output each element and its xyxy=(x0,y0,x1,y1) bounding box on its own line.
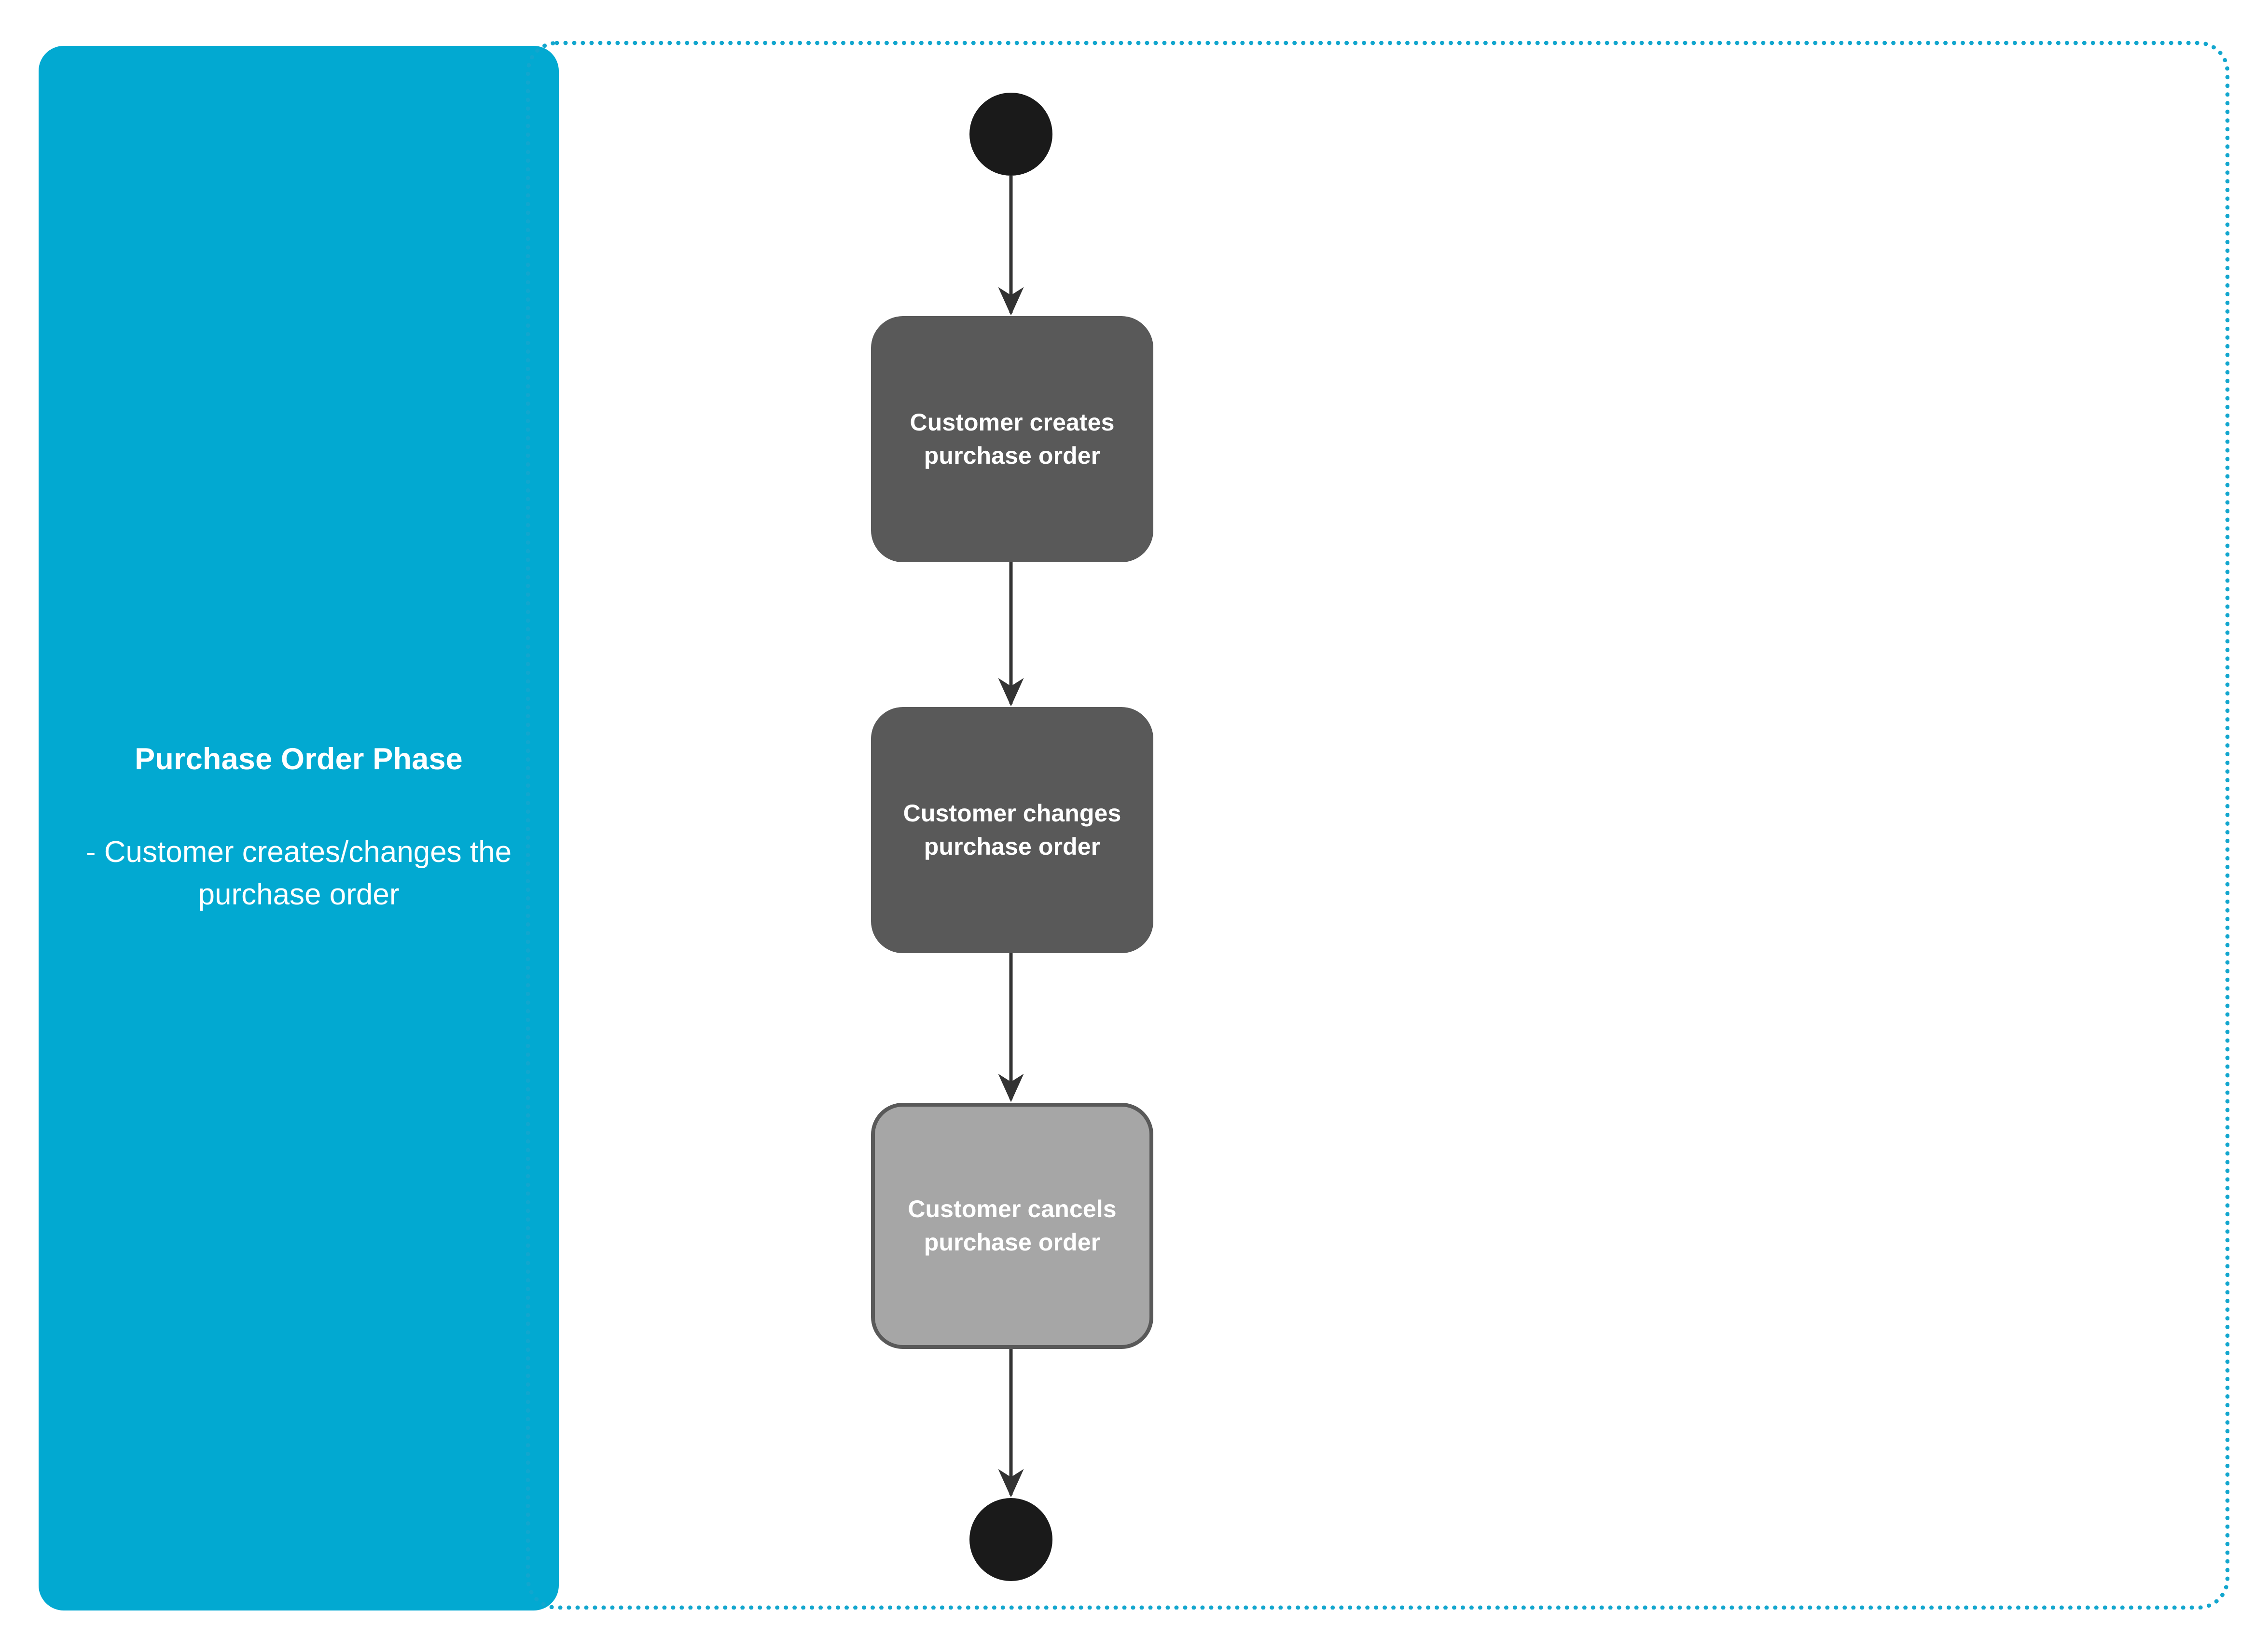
start-node-icon xyxy=(969,93,1052,176)
lane-container xyxy=(526,41,2229,1610)
activity-node-cancel[interactable]: Customer cancels purchase order xyxy=(871,1103,1153,1349)
phase-panel: Purchase Order Phase - Customer creates/… xyxy=(39,46,559,1610)
activity-node-create-label: Customer creates purchase order xyxy=(910,409,1115,469)
phase-description: - Customer creates/changes the purchase … xyxy=(85,835,512,912)
activity-node-change-label: Customer changes purchase order xyxy=(903,800,1121,860)
activity-node-create[interactable]: Customer creates purchase order xyxy=(871,316,1153,562)
end-node-icon xyxy=(969,1498,1052,1581)
phase-title: Purchase Order Phase xyxy=(135,742,463,776)
activity-node-cancel-label: Customer cancels purchase order xyxy=(908,1195,1117,1256)
activity-node-change[interactable]: Customer changes purchase order xyxy=(871,707,1153,953)
